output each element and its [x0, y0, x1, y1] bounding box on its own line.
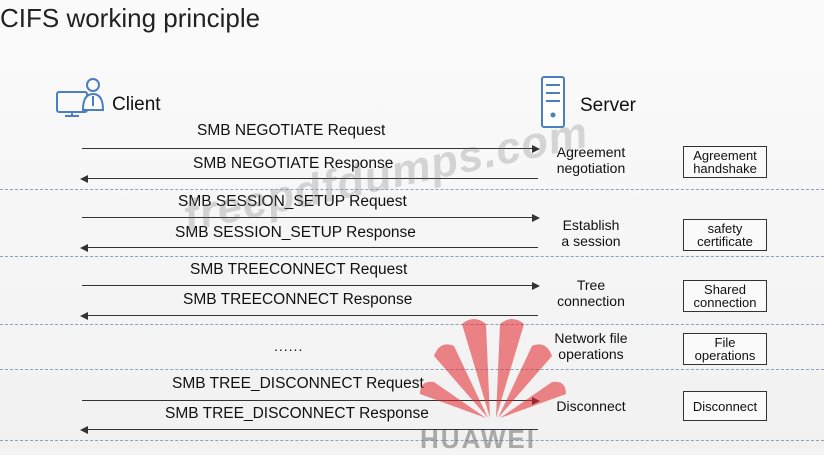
response-arrow [80, 311, 538, 320]
request-arrow [82, 144, 540, 153]
request-arrow [82, 213, 540, 222]
message-label: SMB TREECONNECT Request [190, 261, 408, 278]
client-label: Client [112, 94, 161, 115]
message-label: SMB NEGOTIATE Response [193, 155, 394, 172]
server-tower-icon [541, 76, 565, 128]
phase-separator [0, 440, 824, 441]
message-label: SMB TREE_DISCONNECT Request [172, 375, 424, 392]
message-label: SMB SESSION_SETUP Response [175, 224, 416, 241]
response-arrow [80, 174, 538, 183]
message-label: SMB TREE_DISCONNECT Response [165, 405, 429, 422]
ellipsis-label: ...... [274, 338, 304, 354]
huawei-logo-text: HUAWEI [420, 424, 536, 454]
message-label: SMB SESSION_SETUP Request [178, 193, 407, 210]
message-label: SMB TREECONNECT Response [183, 291, 413, 308]
message-label: SMB NEGOTIATE Request [197, 122, 386, 139]
response-arrow [80, 243, 538, 252]
request-arrow [82, 281, 540, 290]
huawei-logo-icon [420, 319, 566, 418]
client-computer-icon [56, 78, 105, 117]
phase-separator [0, 369, 824, 370]
phase-label: Disconnect [556, 398, 626, 414]
page-title: CIFS working principle [0, 3, 261, 33]
response-arrow [80, 425, 538, 434]
phase-box: Disconnect [683, 391, 767, 421]
phase-separator [0, 189, 824, 190]
phase-separator [0, 324, 824, 325]
phase-separator [0, 256, 824, 257]
server-label: Server [580, 95, 636, 116]
